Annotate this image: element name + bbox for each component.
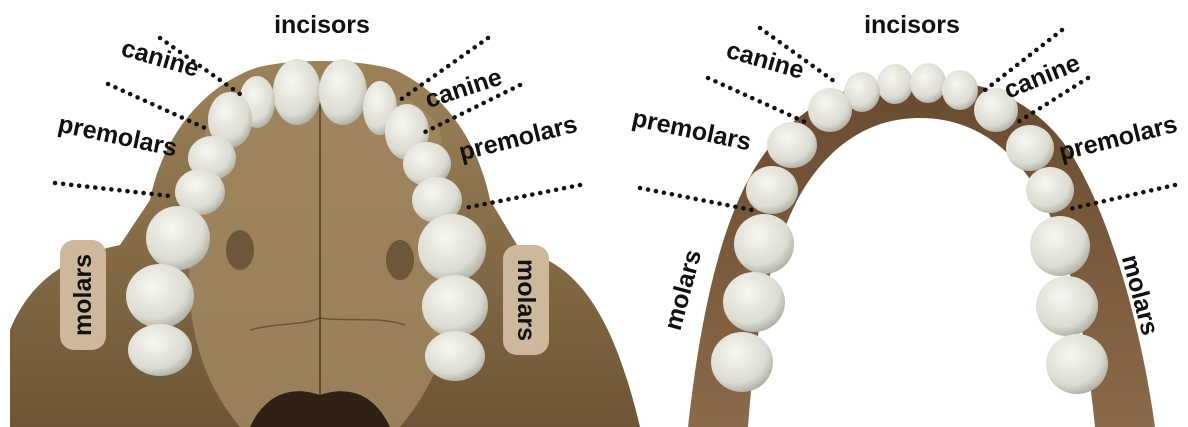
lower-incisor: [910, 63, 946, 103]
upper-molar: [418, 214, 486, 282]
lower-molar: [1030, 216, 1090, 276]
upper-incisor: [273, 59, 321, 125]
upper-molar: [422, 275, 488, 337]
label-premolars: premolars: [456, 110, 580, 166]
label-premolars: premolars: [56, 110, 180, 163]
lower-premolar: [1006, 125, 1054, 171]
lower-molar: [1046, 334, 1108, 394]
lower-jaw-panel: incisors canine canine premolars premola…: [630, 11, 1180, 427]
label-canine: canine: [723, 36, 807, 85]
skull-dark-spot: [226, 230, 254, 270]
divider-line: [640, 188, 752, 210]
lower-premolar: [746, 166, 798, 214]
label-molars: molars: [659, 247, 707, 333]
lower-molar: [723, 272, 785, 332]
lower-premolar: [767, 122, 817, 168]
lower-molar: [711, 332, 773, 392]
lower-molar: [734, 214, 794, 274]
divider-line: [108, 84, 205, 128]
label-canine: canine: [118, 34, 202, 83]
lower-incisor: [942, 70, 978, 110]
upper-molar: [126, 264, 194, 328]
label-premolars: premolars: [630, 104, 754, 157]
upper-incisor: [319, 59, 367, 125]
lower-incisor: [877, 64, 913, 104]
skull-dark-spot: [386, 240, 414, 280]
label-incisors: incisors: [274, 11, 370, 39]
upper-molar: [128, 324, 192, 376]
label-incisors: incisors: [864, 11, 960, 39]
label-premolars: premolars: [1056, 110, 1180, 166]
lower-divider-lines: [640, 28, 1175, 210]
divider-line: [708, 78, 805, 122]
label-canine: canine: [1000, 49, 1084, 105]
lower-molar: [1036, 276, 1098, 336]
label-molars: molars: [512, 259, 540, 341]
label-molars: molars: [69, 254, 97, 336]
lower-canine: [808, 88, 852, 132]
upper-molar: [146, 206, 210, 270]
lower-premolar: [1026, 167, 1074, 213]
upper-jaw-panel: incisors canine canine premolars premola…: [10, 11, 640, 427]
upper-molar: [425, 331, 485, 381]
label-canine: canine: [422, 63, 506, 114]
